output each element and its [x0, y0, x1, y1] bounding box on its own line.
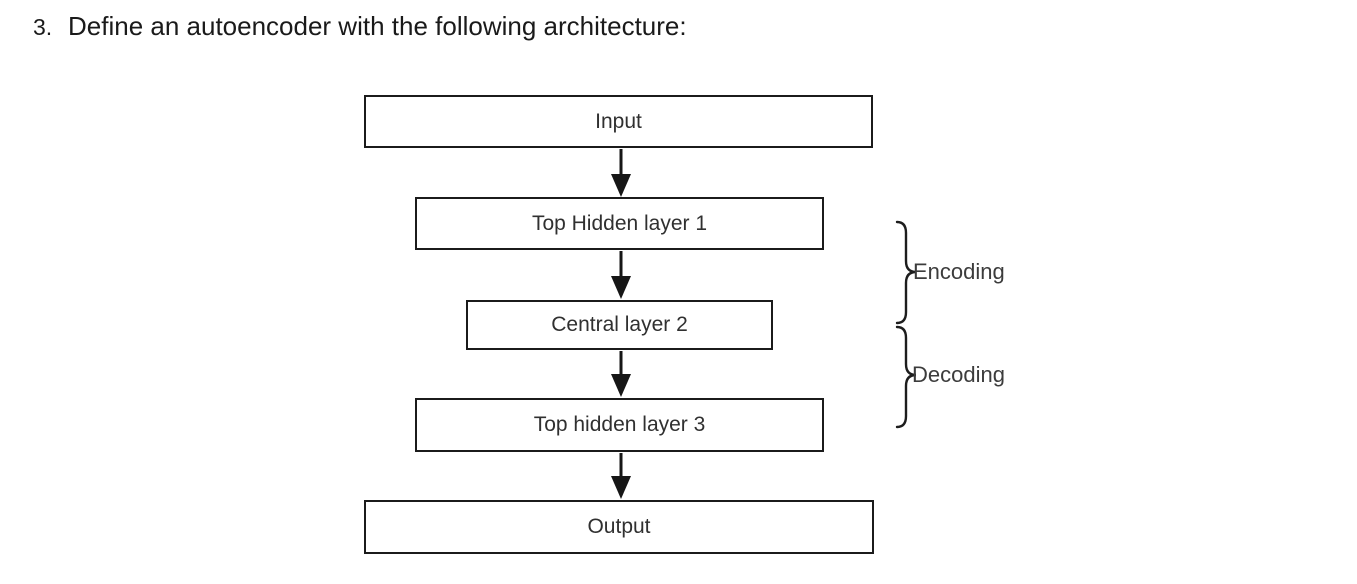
node-input: Input — [364, 95, 873, 148]
node-central-layer-2: Central layer 2 — [466, 300, 773, 350]
question-title: 3. Define an autoencoder with the follow… — [33, 11, 687, 42]
node-top-hidden-layer-3-label: Top hidden layer 3 — [533, 413, 706, 436]
arrow-central-to-hidden3 — [611, 351, 631, 397]
question-number: 3. — [33, 14, 53, 40]
node-top-hidden-layer-1: Top Hidden layer 1 — [415, 197, 824, 250]
node-central-layer-2-label: Central layer 2 — [551, 313, 688, 336]
node-top-hidden-layer-3: Top hidden layer 3 — [415, 398, 824, 452]
node-top-hidden-layer-1-label: Top Hidden layer 1 — [531, 211, 708, 235]
question-text: Define an autoencoder with the following… — [68, 11, 687, 41]
decoding-brace — [895, 325, 917, 429]
encoding-brace — [895, 220, 917, 325]
arrow-hidden1-to-central — [611, 251, 631, 299]
encoding-label: Encoding — [913, 259, 1005, 284]
node-output-label: Output — [587, 515, 651, 538]
decoding-label: Decoding — [912, 362, 1005, 387]
arrow-hidden3-to-output — [611, 453, 631, 499]
node-output: Output — [364, 500, 874, 554]
arrow-input-to-hidden1 — [611, 149, 631, 197]
node-input-label: Input — [595, 109, 642, 133]
